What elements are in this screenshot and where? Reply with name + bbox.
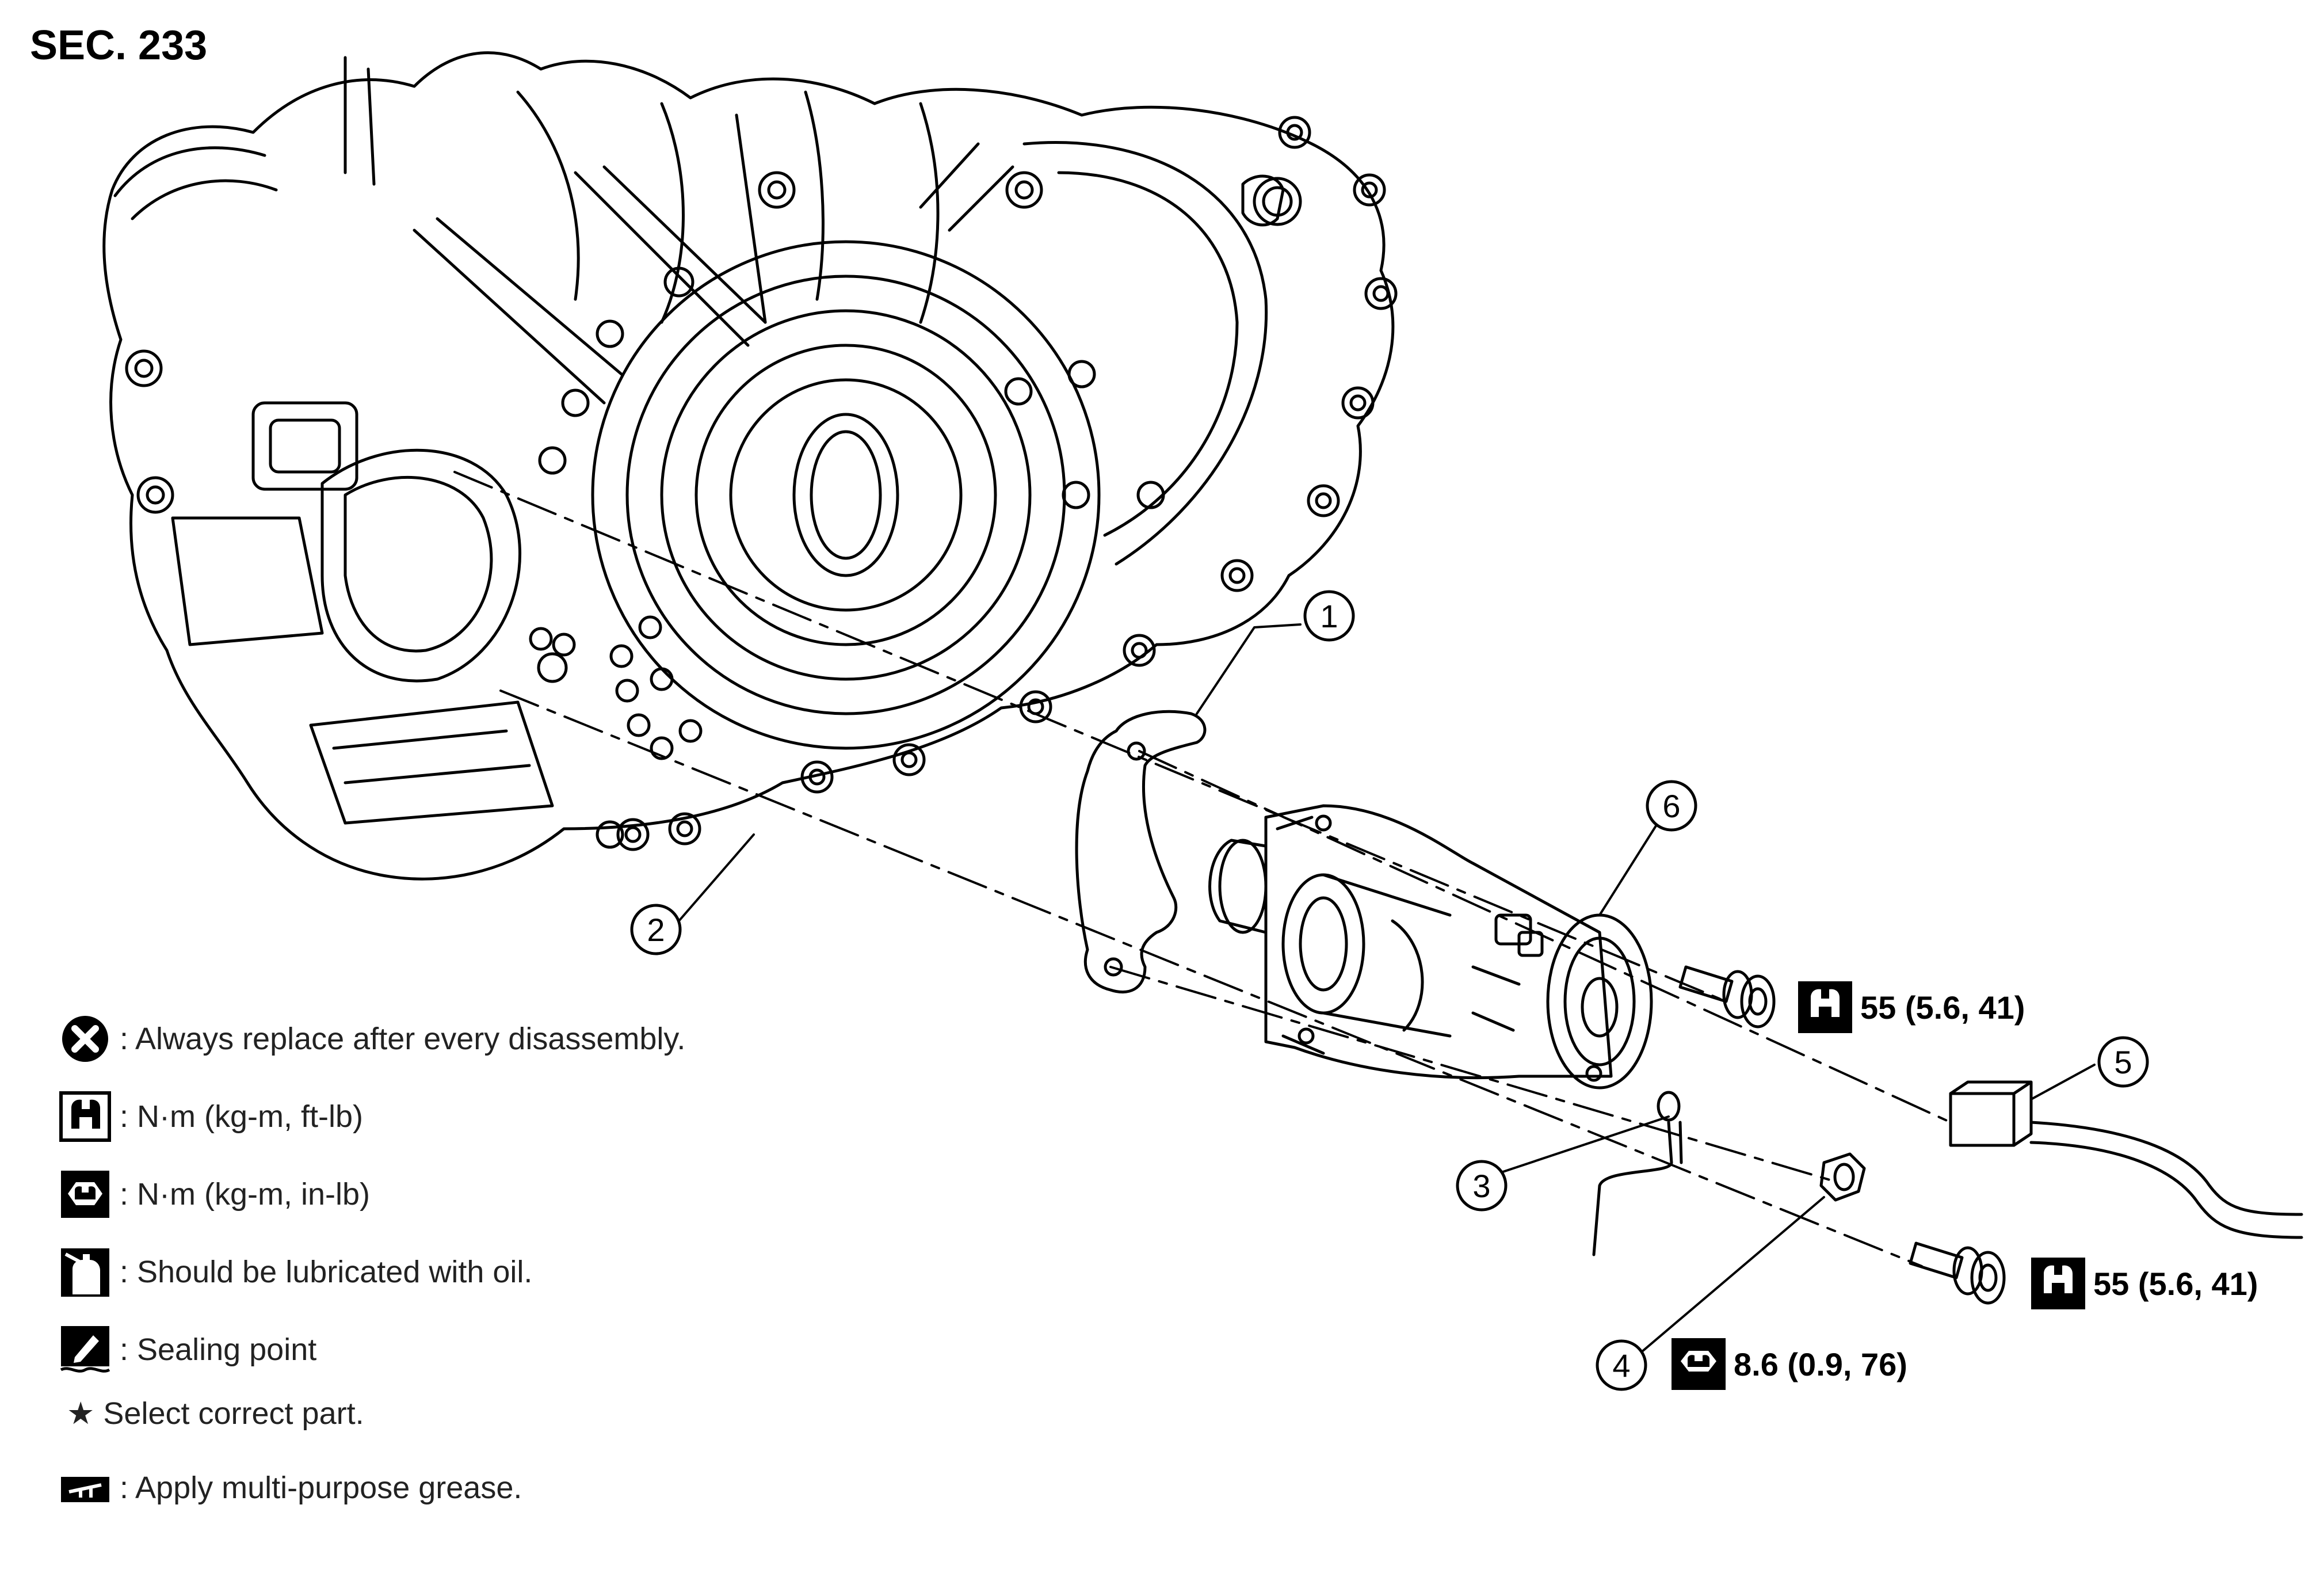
oil-can-icon <box>61 1248 109 1297</box>
callout-6: 6 <box>1646 780 1697 832</box>
section-label: SEC. 233 <box>30 22 208 68</box>
legend-in-lb-text: : N·m (kg-m, in-lb) <box>120 1177 370 1212</box>
torque-ft-lb-icon <box>59 1091 111 1142</box>
legend-row-sealing: : Sealing point <box>58 1324 316 1376</box>
grease-icon <box>61 1477 109 1502</box>
harness-connector <box>1949 1080 2303 1239</box>
sealing-icon <box>60 1326 110 1373</box>
transaxle-housing <box>102 51 1398 881</box>
upper-bolt <box>1678 965 1776 1029</box>
torque-ft-lb-icon <box>2031 1258 2085 1309</box>
torque-in-lb-icon <box>61 1171 109 1218</box>
legend-row-oil: : Should be lubricated with oil. <box>58 1246 532 1298</box>
torque-nut-value: 8.6 (0.9, 76) <box>1734 1346 1907 1382</box>
svg-text:5: 5 <box>2114 1044 2132 1080</box>
legend-oil-text: : Should be lubricated with oil. <box>120 1255 533 1289</box>
callout-1: 1 <box>1303 590 1355 642</box>
legend-row-replace: : Always replace after every disassembly… <box>58 1013 685 1065</box>
callout-2: 2 <box>630 904 682 955</box>
legend-row-ft-lb: : N·m (kg-m, ft-lb) <box>58 1091 363 1142</box>
legend-row-in-lb: : N·m (kg-m, in-lb) <box>58 1168 370 1220</box>
svg-text:3: 3 <box>1472 1168 1490 1204</box>
svg-text:6: 6 <box>1662 788 1680 824</box>
legend-row-select-part: ★ Select correct part. <box>58 1387 364 1439</box>
torque-upper-value: 55 (5.6, 41) <box>1860 989 2025 1026</box>
legend-row-grease: : Apply multi-purpose grease. <box>58 1462 522 1514</box>
legend-sealing-text: : Sealing point <box>120 1332 317 1367</box>
svg-text:4: 4 <box>1612 1347 1630 1384</box>
callout-4: 4 <box>1596 1339 1647 1391</box>
bracket <box>1075 710 1207 994</box>
callout-5: 5 <box>2097 1036 2149 1088</box>
legend-replace-text: : Always replace after every disassembly… <box>120 1022 686 1056</box>
svg-text:1: 1 <box>1320 598 1338 634</box>
legend-ft-lb-text: : N·m (kg-m, ft-lb) <box>120 1099 363 1134</box>
torque-nut: 8.6 (0.9, 76) <box>1672 1338 1907 1390</box>
lower-bolt <box>1909 1241 2006 1305</box>
replace-icon <box>62 1016 108 1062</box>
torque-lower-bolt: 55 (5.6, 41) <box>2031 1258 2258 1309</box>
callouts: 1 2 3 4 5 6 <box>630 590 2149 1391</box>
torque-upper-bolt: 55 (5.6, 41) <box>1798 981 2025 1033</box>
torque-in-lb-icon <box>1672 1338 1726 1390</box>
torque-ft-lb-icon <box>1798 981 1852 1033</box>
nut <box>1819 1152 1866 1202</box>
svg-text:2: 2 <box>647 912 665 948</box>
torque-lower-value: 55 (5.6, 41) <box>2093 1265 2258 1302</box>
legend-select-part-text: ★ Select correct part. <box>67 1396 364 1431</box>
starter-motor <box>1208 804 1653 1090</box>
callout-3: 3 <box>1456 1160 1508 1212</box>
legend-grease-text: : Apply multi-purpose grease. <box>120 1471 522 1505</box>
